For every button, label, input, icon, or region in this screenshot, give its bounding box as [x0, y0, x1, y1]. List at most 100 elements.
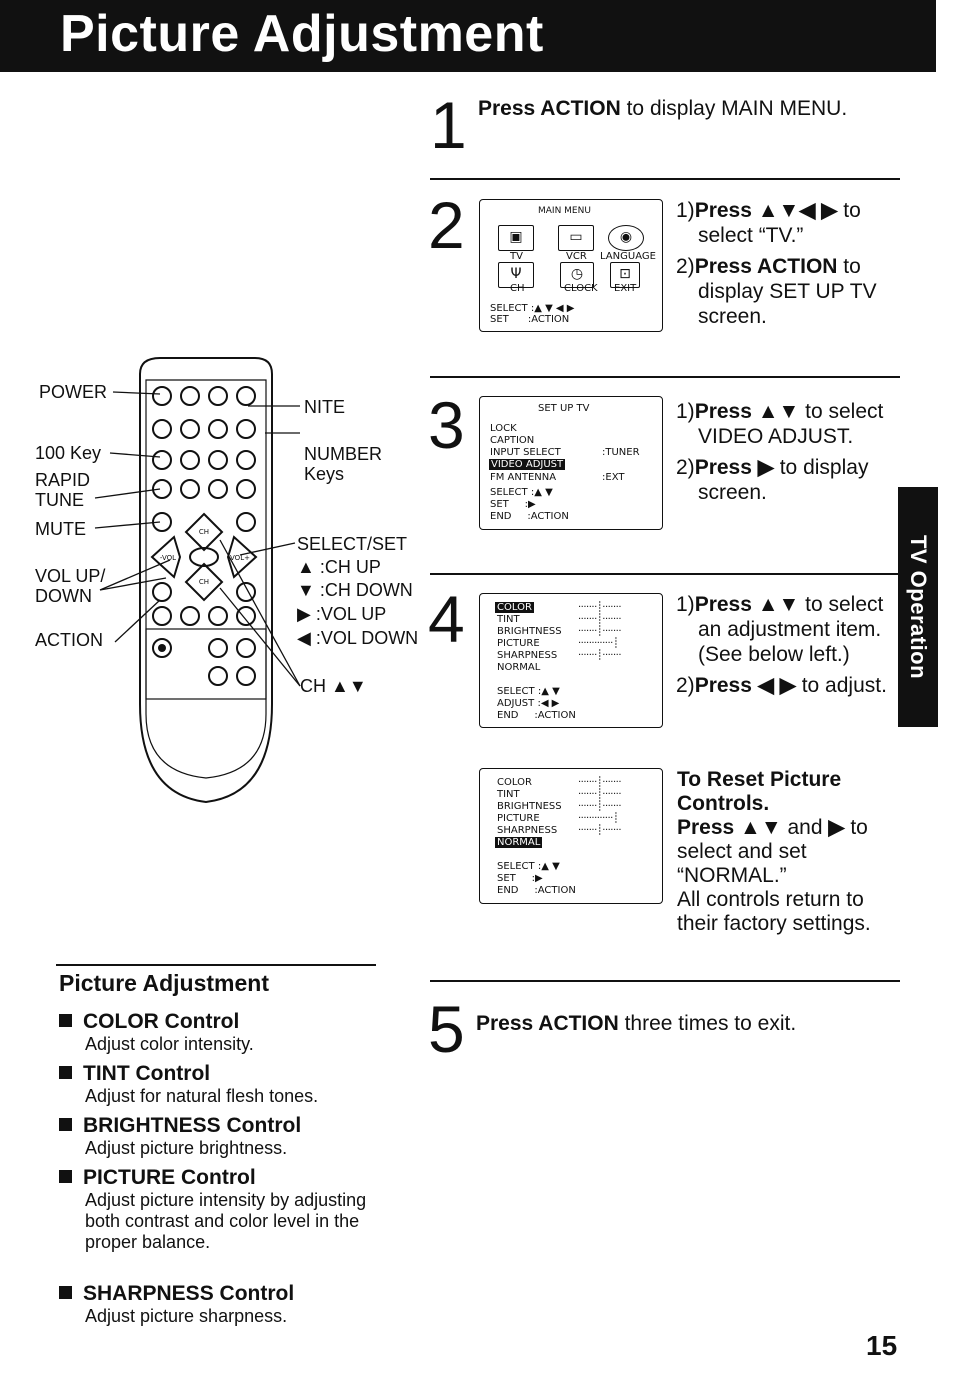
level-bar: ·············┊ [578, 813, 619, 824]
divider [430, 178, 900, 180]
step-1-text: Press ACTION to display MAIN MENU. [478, 97, 848, 120]
level-bar: ·······┊······· [578, 626, 622, 637]
reset-note: All controls return to their factory set… [677, 888, 871, 935]
level-bar: ·······┊······· [578, 789, 622, 800]
vcr-icon: ▭ [558, 225, 594, 251]
bullet-square-icon [59, 1014, 72, 1027]
setup-item-video-adjust: VIDEO ADJUST [489, 459, 566, 470]
adjust-select-hint: SELECT :▲ ▼ [497, 686, 560, 697]
section-rule [56, 964, 376, 966]
label-keys: Keys [304, 464, 345, 484]
menu-label-ch: CH [510, 283, 525, 294]
step-5-number: 5 [428, 992, 465, 1066]
adjust-item-picture: PICTURE [497, 638, 540, 649]
svg-text:CH: CH [199, 528, 209, 536]
step-3-text: 1)Press ▲▼ to select VIDEO ADJUST. 2)Pre… [676, 400, 884, 504]
level-bar: ·······┊······· [578, 801, 622, 812]
label-rapid: RAPID [35, 470, 91, 490]
label-ch-down: ▼ :CH DOWN [297, 580, 413, 600]
color-control-item: COLOR Control Adjust color intensity. [59, 1010, 254, 1055]
tv-icon: ▣ [498, 225, 534, 251]
setup-end-hint: END :ACTION [490, 511, 569, 522]
setup-title: SET UP TV [538, 403, 590, 414]
menu-label-clock: CLOCK [564, 283, 598, 294]
bullet-square-icon [59, 1170, 72, 1183]
step-2-number: 2 [428, 188, 465, 262]
adjust-menu-screen: COLOR TINT BRIGHTNESS PICTURE SHARPNESS … [479, 593, 663, 728]
exit-icon: ⊡ [610, 262, 640, 288]
adjust-item-tint: TINT [497, 614, 520, 625]
bullet-square-icon [59, 1066, 72, 1079]
normal-item-brightness: BRIGHTNESS [497, 801, 562, 812]
remote-control-illustration: CH CH -VOL VOL+ [139, 357, 273, 804]
step-3-number: 3 [428, 388, 465, 462]
sharpness-control-item: SHARPNESS Control Adjust picture sharpne… [59, 1282, 294, 1327]
section-tab: TV Operation [898, 487, 938, 727]
leader-lines [94, 391, 301, 687]
title-bar: Picture Adjustment [0, 0, 936, 72]
level-bar: ·······┊······· [578, 650, 622, 661]
tint-control-item: TINT Control Adjust for natural flesh to… [59, 1062, 318, 1107]
label-100-key: 100 Key [35, 443, 102, 463]
menu-set-hint: SET :ACTION [490, 314, 570, 325]
level-bar: ·······┊······· [578, 614, 622, 625]
label-nite: NITE [304, 397, 346, 417]
reset-text: To Reset Picture Controls. Press ▲▼ and … [677, 768, 871, 935]
setup-item-lock: LOCK [490, 423, 517, 434]
section-tab-label: TV Operation [906, 534, 931, 680]
step-5-text: Press ACTION three times to exit. [476, 1012, 797, 1035]
label-ch-up: ▲ :CH UP [297, 557, 381, 577]
setup-tv-screen: SET UP TV LOCK CAPTION INPUT SELECT :TUN… [479, 396, 663, 530]
normal-item-sharpness: SHARPNESS [497, 825, 558, 836]
svg-text:VOL+: VOL+ [230, 554, 250, 562]
level-bar: ·············┊ [578, 638, 619, 649]
svg-text:-VOL: -VOL [160, 554, 176, 562]
level-bar: ·······┊······· [578, 777, 622, 788]
setup-fm-value: :EXT [602, 472, 625, 483]
normal-set-hint: SET :▶ [497, 873, 543, 884]
ch-icon: Ψ [498, 262, 534, 288]
normal-end-hint: END :ACTION [497, 885, 576, 896]
step-2-text: 1)Press ▲▼◀ ▶ to select “TV.” 2)Press AC… [676, 199, 877, 328]
menu-label-tv: TV [510, 251, 523, 262]
label-select-set: SELECT/SET [297, 534, 408, 554]
divider [430, 980, 900, 982]
normal-item-color: COLOR [497, 777, 532, 788]
label-down: DOWN [35, 586, 92, 606]
adjust-adjust-hint: ADJUST :◀ ▶ [497, 698, 560, 709]
brightness-control-item: BRIGHTNESS Control Adjust picture bright… [59, 1114, 301, 1159]
label-tune: TUNE [35, 490, 84, 510]
bullet-square-icon [59, 1118, 72, 1131]
menu-label-vcr: VCR [566, 251, 587, 262]
setup-input-value: :TUNER [602, 447, 640, 458]
adjust-item-brightness: BRIGHTNESS [497, 626, 562, 637]
menu-label-language: LANGUAGE [600, 251, 656, 262]
label-power: POWER [39, 382, 108, 402]
page-title: Picture Adjustment [60, 5, 544, 63]
clock-icon: ◷ [560, 262, 594, 288]
label-vol-up-right: ▶ :VOL UP [297, 604, 387, 624]
step-1-number: 1 [430, 88, 467, 162]
adjust-item-sharpness: SHARPNESS [497, 650, 558, 661]
svg-text:CH: CH [199, 578, 209, 586]
main-menu-title: MAIN MENU [538, 206, 591, 216]
label-vol-up: VOL UP/ [35, 566, 106, 586]
label-action: ACTION [35, 630, 104, 650]
page-number: 15 [866, 1330, 898, 1361]
normal-item-tint: TINT [497, 789, 520, 800]
reset-title: To Reset Picture Controls. [677, 768, 842, 815]
normal-select-hint: SELECT :▲ ▼ [497, 861, 560, 872]
normal-item-normal: NORMAL [495, 837, 543, 848]
adjust-item-normal: NORMAL [497, 662, 541, 673]
menu-label-exit: EXIT [614, 283, 637, 294]
label-ch: CH ▲▼ [300, 676, 367, 696]
picture-control-item: PICTURE Control Adjust picture intensity… [59, 1166, 369, 1253]
bullet-square-icon [59, 1286, 72, 1299]
adjust-end-hint: END :ACTION [497, 710, 576, 721]
language-icon: ◉ [608, 225, 644, 251]
label-vol-down: ◀ :VOL DOWN [297, 628, 419, 648]
level-bar: ·······┊······· [578, 825, 622, 836]
setup-item-fm: FM ANTENNA [490, 472, 557, 483]
step-4-text: 1)Press ▲▼ to select an adjustment item.… [676, 593, 887, 697]
adjust-item-color: COLOR [495, 602, 534, 613]
